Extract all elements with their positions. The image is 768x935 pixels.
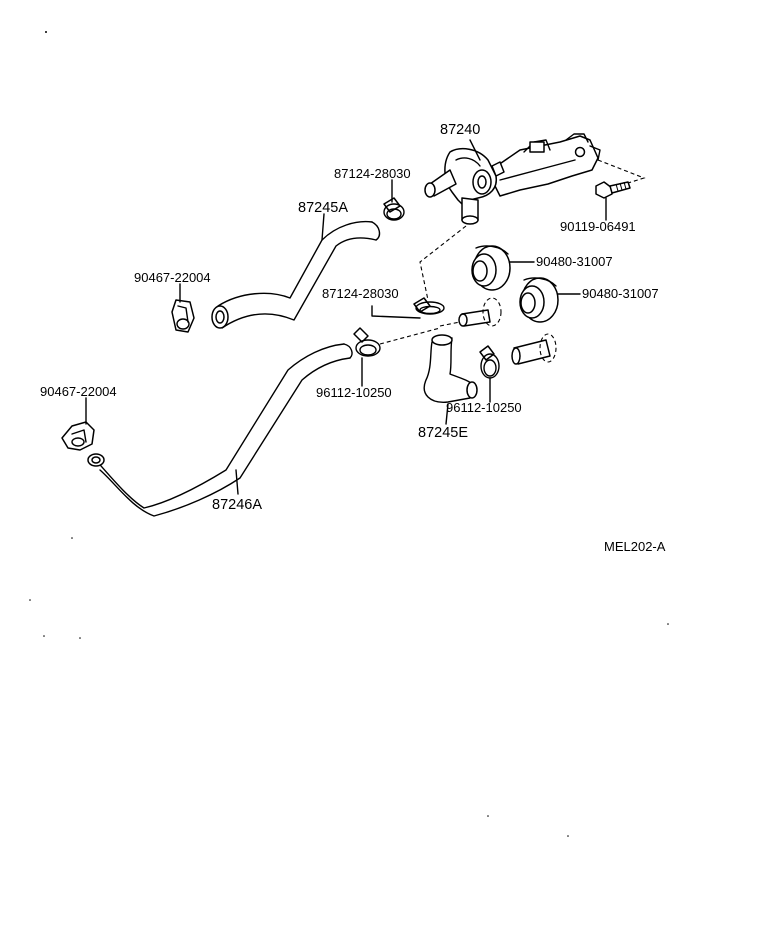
label-87240: 87240: [440, 122, 480, 138]
water-valve-assembly: [424, 133, 601, 225]
grommet-2-icon: [519, 277, 559, 323]
leader-clamp-mid: [371, 305, 421, 319]
label-clamp-mid: 87124-28030: [322, 286, 399, 301]
pipe-right-icon: [511, 333, 557, 365]
valve-dash-line: [419, 225, 467, 301]
diagram-code: MEL202-A: [604, 539, 666, 554]
label-clip-lower: 90467-22004: [40, 384, 117, 399]
leader-87246a: [235, 469, 239, 495]
clip-lower-icon: [61, 421, 95, 451]
hose-87245e: [423, 334, 478, 403]
label-clamp-upper: 87124-28030: [334, 166, 411, 181]
label-87245e: 87245E: [418, 425, 468, 441]
label-grommet-2: 90480-31007: [582, 286, 659, 301]
label-clip-upper: 90467-22004: [134, 270, 211, 285]
label-clamp-right: 96112-10250: [446, 400, 522, 415]
label-87246a: 87246A: [212, 497, 262, 513]
bolt-icon: [595, 181, 631, 199]
hose-clamp-right-icon: [479, 345, 500, 379]
hose-87245a: [211, 220, 381, 329]
hose-clamp-center-icon: [353, 327, 381, 357]
leader-87245e: [445, 403, 449, 425]
label-grommet-1: 90480-31007: [536, 254, 613, 269]
grommet-1-icon: [471, 245, 511, 291]
label-87245a: 87245A: [298, 200, 348, 216]
hose-87246a: [87, 343, 353, 517]
center-dash-line: [379, 327, 441, 345]
hose-clamp-upper-icon: [383, 197, 405, 221]
label-clamp-center: 96112-10250: [316, 385, 392, 400]
scan-specks: [29, 31, 669, 837]
clip-upper-icon: [171, 299, 195, 333]
leader-87245a: [321, 213, 325, 241]
pipe-nipple-icon: [439, 297, 502, 327]
hose-clamp-mid-icon: [413, 297, 445, 315]
leader-87240: [469, 139, 481, 161]
label-bolt: 90119-06491: [560, 219, 636, 234]
